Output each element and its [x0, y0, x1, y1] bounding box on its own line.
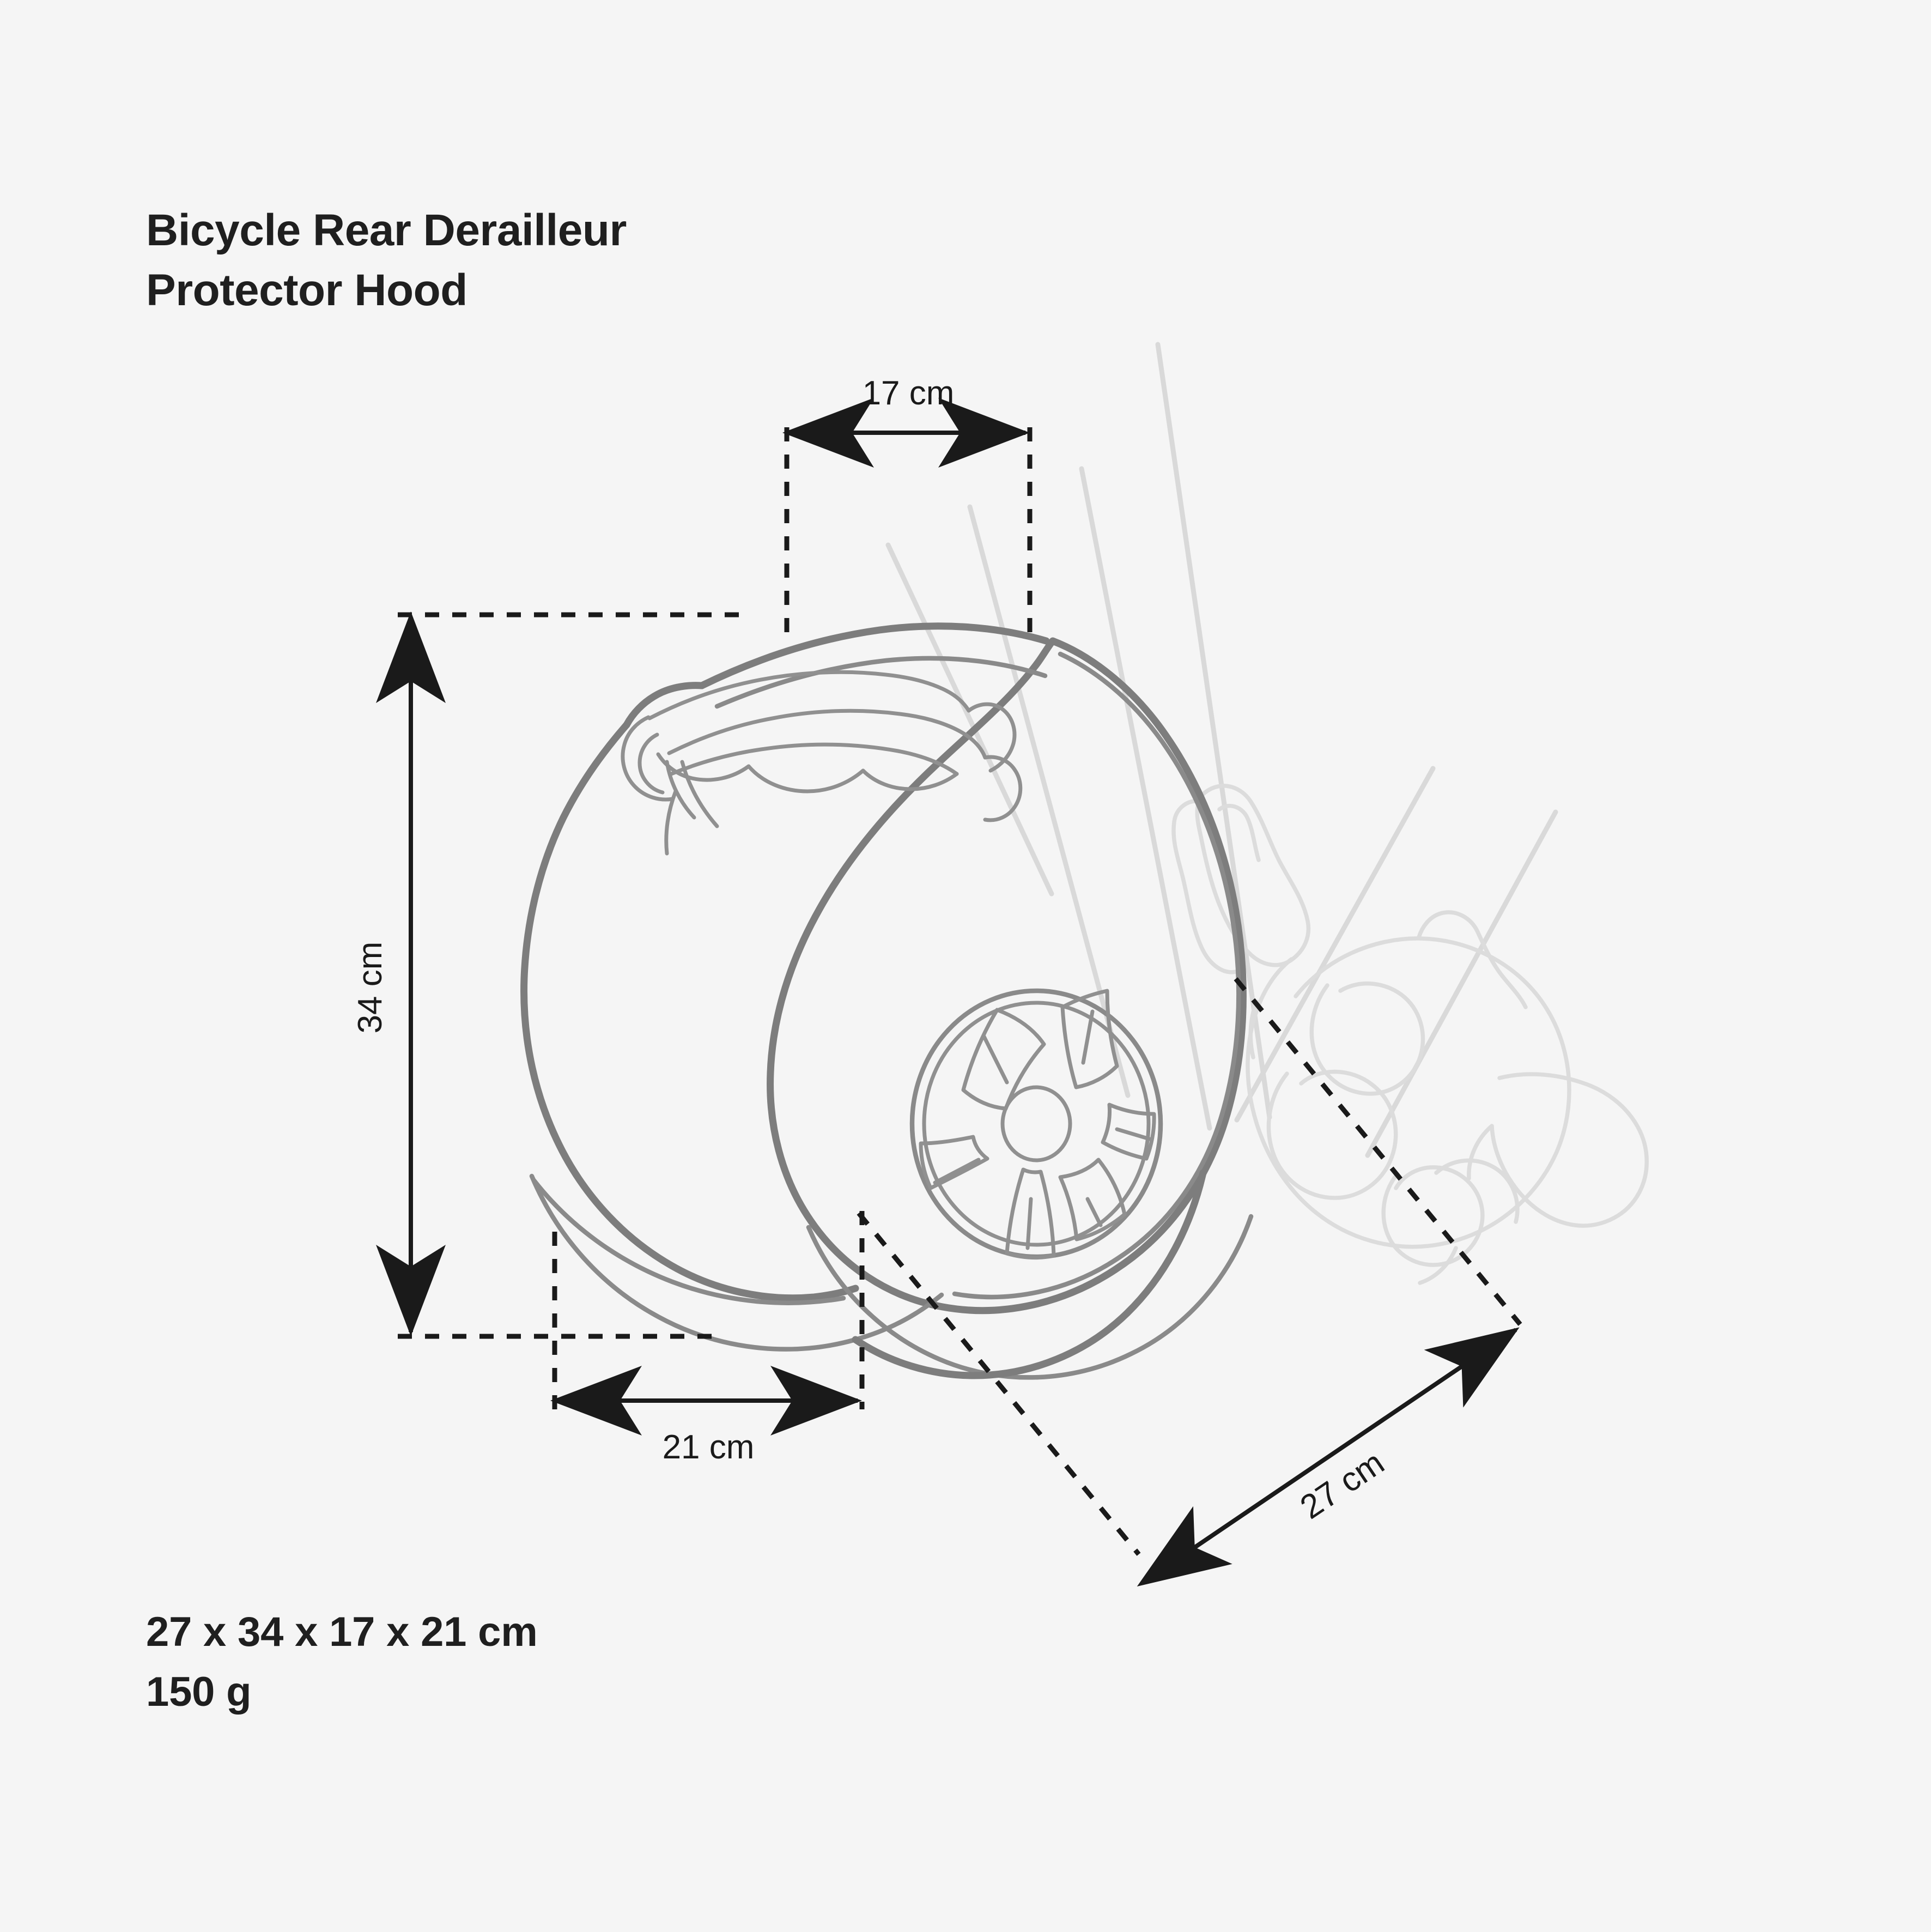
vent-spoke-line-6	[933, 1158, 981, 1185]
ghost-chainring-hole-1	[1309, 981, 1425, 1096]
dim-27-ext-lower	[857, 1212, 1141, 1556]
ghost-derailleur-inner	[1171, 799, 1240, 974]
vent-spoke-sector-6	[919, 1135, 989, 1190]
hood-left-hem	[531, 1178, 846, 1305]
vent-spoke-sector-1	[961, 1008, 1046, 1111]
ghost-seat-stay-2	[1079, 466, 1212, 1131]
hood-left-lobe-outline	[520, 721, 859, 1302]
hood-right-lobe-outline	[767, 637, 1247, 1315]
strap-fold-mid	[746, 764, 865, 794]
dimension-21cm: 21 cm	[550, 1211, 865, 1466]
ghost-derailleur-bolt	[1217, 803, 1261, 862]
hood-right-hem	[806, 1214, 1254, 1380]
strap-tail-2	[680, 760, 719, 828]
dim-34-label: 34 cm	[351, 942, 389, 1034]
strap-lower-edge	[669, 742, 959, 776]
strap-right-buckle-lower	[983, 755, 1023, 822]
ghost-crank-arm-edge	[1467, 1124, 1494, 1180]
dimension-34cm: 34 cm	[351, 611, 751, 1339]
spec-dimensions: 27 x 34 x 17 x 21 cm	[146, 1609, 538, 1655]
vent-spoke-line-5	[1025, 1197, 1033, 1250]
ghost-chainring-outer	[1246, 936, 1571, 1249]
vent-spoke-sector-2	[1060, 989, 1119, 1089]
hood-top-rim-outer	[698, 622, 1050, 689]
vent-spoke-line-3	[1115, 1127, 1152, 1141]
ghost-derailleur-knuckle	[1195, 784, 1311, 967]
ghost-chainring-hole-2	[1266, 1069, 1398, 1200]
vent-spoke-line-1	[981, 1033, 1009, 1085]
dim-17-label: 17 cm	[863, 374, 955, 412]
ghost-chainring-lower	[1418, 1246, 1458, 1285]
vent-spoke-sector-5	[1005, 1167, 1056, 1259]
ghost-seat-stay-1	[1155, 342, 1272, 1120]
vent-spoke-line-4	[1085, 1197, 1103, 1227]
ghost-down-tube-1	[1234, 766, 1436, 1123]
ghost-chainring-hole-3	[1381, 1165, 1485, 1267]
ghost-down-tube-2	[1365, 809, 1558, 1158]
dim-21-label: 21 cm	[663, 1428, 755, 1466]
dimension-17cm: 17 cm	[782, 374, 1033, 643]
strap-tail-3	[664, 789, 678, 856]
vent-spoke-line-2	[1081, 1009, 1095, 1065]
footer-specs: 27 x 34 x 17 x 21 cm 150 g	[146, 1609, 538, 1715]
product-illustration	[520, 622, 1254, 1380]
hood-bottom-outline	[852, 1169, 1207, 1379]
spec-weight: 150 g	[146, 1669, 251, 1715]
vent-wheel-assembly	[909, 988, 1163, 1259]
strap-mid-edge	[667, 708, 987, 760]
hood-right-lobe-seam	[952, 651, 1241, 1300]
strap-top-edge	[647, 670, 971, 720]
ghost-seat-stay-3	[967, 504, 1131, 1098]
vent-spoke-sector-4	[1058, 1158, 1127, 1241]
hood-top-rim-inner	[714, 656, 1048, 709]
hood-left-top-edge	[623, 682, 706, 729]
page-title: Bicycle Rear Derailleur Protector Hood	[146, 205, 627, 315]
title-line-1: Bicycle Rear Derailleur	[146, 205, 627, 255]
ghost-crank-arm	[1490, 1072, 1649, 1228]
ghost-chainring-hole-3b	[1434, 1158, 1520, 1224]
dim-27-arrow	[1137, 1327, 1520, 1586]
strap-left-loop-outer	[621, 715, 675, 802]
vent-hub	[1000, 1085, 1072, 1162]
ghost-seat-stay-4	[885, 542, 1054, 897]
ghost-bicycle-reference	[885, 342, 1649, 1285]
ghost-chainring-tab	[1417, 910, 1528, 1009]
dim-27-ext-upper	[1234, 977, 1522, 1326]
strap-fold-right	[861, 768, 959, 791]
hood-left-bottom-outline	[529, 1173, 944, 1352]
ghost-chainring-edge	[1248, 1000, 1259, 1059]
vent-inner-ring	[922, 1001, 1151, 1247]
strap-left-loop-inner	[637, 732, 665, 795]
vent-spoke-sector-3	[1101, 1103, 1156, 1161]
title-line-2: Protector Hood	[146, 265, 467, 315]
